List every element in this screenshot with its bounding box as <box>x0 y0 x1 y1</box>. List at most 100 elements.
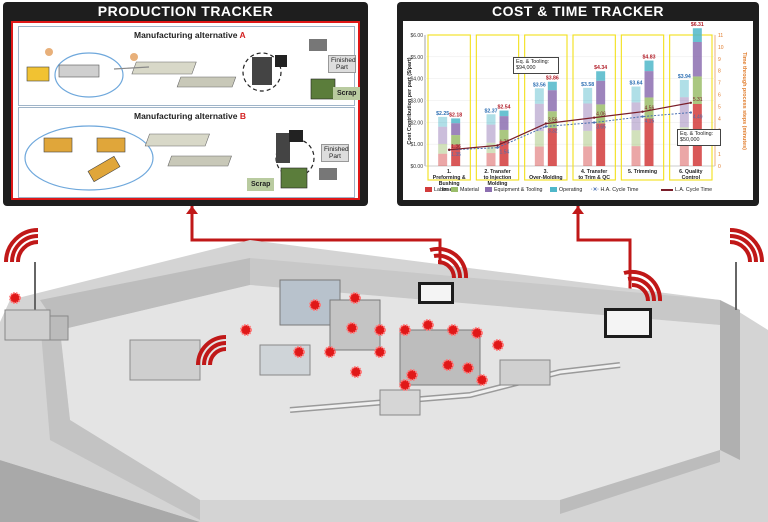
ha-bar-segment <box>438 153 448 166</box>
iot-sensor-icon <box>309 299 321 311</box>
ha-cycle-point <box>592 121 596 124</box>
category-label: Preforming & <box>433 175 466 181</box>
iot-sensor-icon <box>293 346 305 358</box>
ha-bar-segment <box>534 88 544 104</box>
la-value-label: $3.86 <box>546 76 559 82</box>
legend-labor: Labor <box>425 187 448 193</box>
cost-time-chart: $6.00$5.00$4.00$3.00$2.00$1.00$0.0011109… <box>407 22 747 193</box>
la-cycle-point <box>689 101 693 104</box>
la-cycle-label: 3.56 <box>548 118 558 124</box>
legend-equipment: Equipment & Tooling <box>485 187 543 193</box>
la-bar-segment <box>644 97 654 119</box>
stage-highlight <box>427 34 471 181</box>
y-tick-label: $5.00 <box>410 55 423 61</box>
legend-material: Material <box>451 187 479 193</box>
iot-sensor-icon <box>399 379 411 391</box>
y2-tick-label: 0 <box>718 164 721 170</box>
ha-bar-segment <box>438 126 448 144</box>
category-label: Insert <box>442 187 456 193</box>
y2-tick-label: 5 <box>718 104 721 110</box>
y2-tick-label: 4 <box>718 116 721 122</box>
la-bar-segment <box>692 28 702 43</box>
legend-equipment-swatch <box>485 187 492 193</box>
la-bar-segment <box>644 60 654 72</box>
ha-cycle-time-line <box>449 112 691 151</box>
stage-highlight <box>524 34 568 181</box>
category-label: Bushing <box>439 181 460 187</box>
category-label: 6. Quality <box>679 169 702 175</box>
alt-b-scrap-label: Scrap <box>247 178 275 191</box>
category-label: Control <box>682 175 701 181</box>
iot-sensor-icon <box>374 324 386 336</box>
ha-cycle-label: 3.32 <box>548 128 558 134</box>
alt-a-scrap-label: Scrap <box>333 87 361 100</box>
iot-sensor-icon <box>240 324 252 336</box>
la-cycle-time-line <box>449 102 691 151</box>
la-bar-segment <box>499 116 509 130</box>
iot-sensor-icon <box>399 324 411 336</box>
legend-operating: Operating <box>550 187 582 193</box>
la-bar-segment <box>547 128 557 166</box>
ha-cycle-point <box>544 125 548 128</box>
y-tick-label: $1.00 <box>410 142 423 148</box>
ha-value-label: $3.58 <box>581 82 594 88</box>
iot-sensor-icon <box>406 369 418 381</box>
ha-cycle-point <box>641 115 644 118</box>
ha-bar-segment <box>583 146 593 166</box>
ha-value-label: $3.64 <box>630 81 643 87</box>
la-bar-segment <box>644 118 654 166</box>
legend-ha-marker: ·✕· <box>591 187 599 193</box>
la-value-label: $2.18 <box>449 112 462 118</box>
ha-cycle-point <box>496 146 499 149</box>
la-bar-segment <box>596 123 606 166</box>
ha-bar-segment <box>534 103 544 132</box>
legend-la-swatch <box>661 188 673 191</box>
la-cycle-label: 1.36 <box>451 144 461 150</box>
alt-a-panel: Manufacturing alternative A Finished Par… <box>18 26 361 106</box>
y-tick-label: $3.00 <box>410 99 423 105</box>
legend-la-cycle-time: L.A. Cycle Time <box>661 187 712 193</box>
category-label: 4. Transfer <box>581 169 607 175</box>
ha-bar-segment <box>631 146 641 166</box>
la-bar-segment <box>547 81 557 91</box>
la-value-label: $6.31 <box>691 22 704 28</box>
category-label: Over-Molding <box>529 175 562 181</box>
y2-tick-label: 7 <box>718 81 721 87</box>
legend-operating-swatch <box>550 187 557 193</box>
la-cycle-label: 5.31 <box>693 97 703 103</box>
iot-sensor-icon <box>374 346 386 358</box>
la-cycle-point <box>544 122 548 125</box>
la-bar-segment <box>596 71 606 81</box>
la-bar-segment <box>596 80 606 105</box>
ha-bar-segment <box>534 131 544 147</box>
y2-tick-label: 10 <box>718 45 724 51</box>
alt-a-title: Manufacturing alternative A <box>134 30 246 40</box>
iot-sensors <box>9 292 504 391</box>
ha-value-label: $2.25 <box>436 111 449 117</box>
alt-a-finished-part-label: Finished Part <box>328 55 356 74</box>
la-bar-segment <box>499 110 509 117</box>
y-tick-label: $2.00 <box>410 120 423 126</box>
la-bar-segment <box>499 141 509 166</box>
y2-tick-label: 8 <box>718 69 721 75</box>
y2-tick-label: 6 <box>718 93 721 99</box>
ha-value-label: $2.37 <box>485 108 498 114</box>
ha-bar-segment <box>583 103 593 131</box>
iot-sensor-icon <box>442 359 454 371</box>
ha-bar-segment <box>679 144 689 166</box>
la-cycle-point <box>592 116 596 119</box>
iot-sensor-icon <box>462 362 474 374</box>
iot-sensor-icon <box>476 374 488 386</box>
y2-tick-label: 1 <box>718 152 721 158</box>
ha-bar-segment <box>438 143 448 154</box>
iot-sensor-icon <box>9 292 21 304</box>
la-cycle-label: 4.06 <box>596 112 606 118</box>
iot-sensor-icon <box>492 339 504 351</box>
y-tick-label: $0.00 <box>410 164 423 170</box>
ha-bar-segment <box>583 87 593 104</box>
ha-cycle-label: 1.54 <box>500 150 510 156</box>
ha-bar-segment <box>631 86 641 103</box>
alt-b-line-illustration <box>24 125 337 191</box>
ha-cycle-point <box>689 111 693 114</box>
